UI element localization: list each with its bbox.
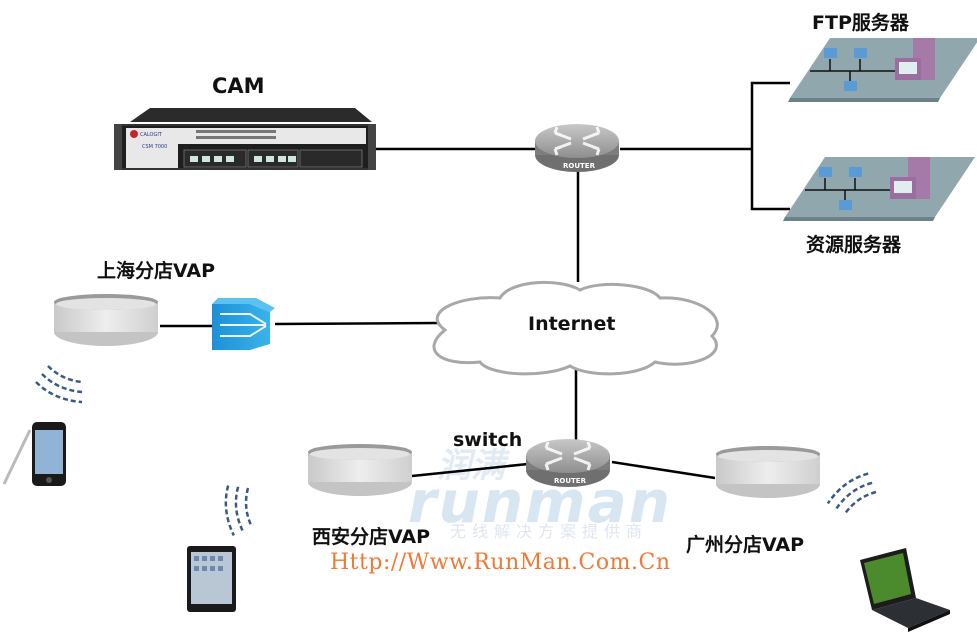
tablet-icon bbox=[187, 546, 236, 612]
cam-label: CAM bbox=[212, 74, 265, 98]
watermark-url: Http://Www.RunMan.Com.Cn bbox=[330, 550, 671, 575]
guangzhou-vap-icon bbox=[716, 446, 820, 498]
core-router-icon: ROUTER bbox=[533, 122, 621, 174]
core-router-badge: ROUTER bbox=[563, 162, 596, 170]
wifi-waves-icon bbox=[826, 462, 884, 523]
switch-label: switch bbox=[453, 429, 523, 451]
wifi-waves-icon bbox=[209, 476, 267, 537]
laptop-icon bbox=[860, 548, 950, 632]
link-vpn-internet bbox=[274, 321, 439, 326]
link-server-bus bbox=[750, 81, 790, 211]
watermark-brand-cn: 润满 bbox=[437, 446, 505, 486]
internet-label: Internet bbox=[528, 313, 616, 335]
internet-cloud-icon bbox=[432, 280, 719, 376]
vpn-gateway-icon bbox=[212, 298, 275, 350]
shanghai-vap-label: 上海分店VAP bbox=[97, 260, 216, 282]
ftp-server-lan-icon bbox=[787, 37, 977, 103]
smartphone-icon bbox=[2, 422, 66, 486]
watermark-tagline: 无线解决方案提供商 bbox=[450, 522, 649, 541]
links bbox=[160, 81, 790, 480]
branch-switch-icon: ROUTER bbox=[524, 437, 612, 489]
xian-vap-label: 西安分店VAP bbox=[312, 526, 431, 548]
resource-server-label: 资源服务器 bbox=[806, 234, 902, 256]
ftp-server-label: FTP服务器 bbox=[812, 12, 909, 34]
resource-server-lan-icon bbox=[782, 156, 976, 222]
link-xian-switch bbox=[411, 462, 529, 478]
wifi-waves-icon bbox=[34, 364, 84, 404]
branch-switch-badge: ROUTER bbox=[554, 477, 587, 485]
cam-appliance: CALOGIT CSM 7000 bbox=[114, 108, 376, 170]
link-switch-guangzhou bbox=[611, 460, 716, 480]
cam-model-text: CSM 7000 bbox=[142, 144, 167, 150]
shanghai-vap-icon bbox=[54, 294, 158, 346]
xian-vap-icon bbox=[308, 444, 412, 496]
guangzhou-vap-label: 广州分店VAP bbox=[686, 534, 805, 556]
cam-brand-text: CALOGIT bbox=[140, 132, 163, 138]
